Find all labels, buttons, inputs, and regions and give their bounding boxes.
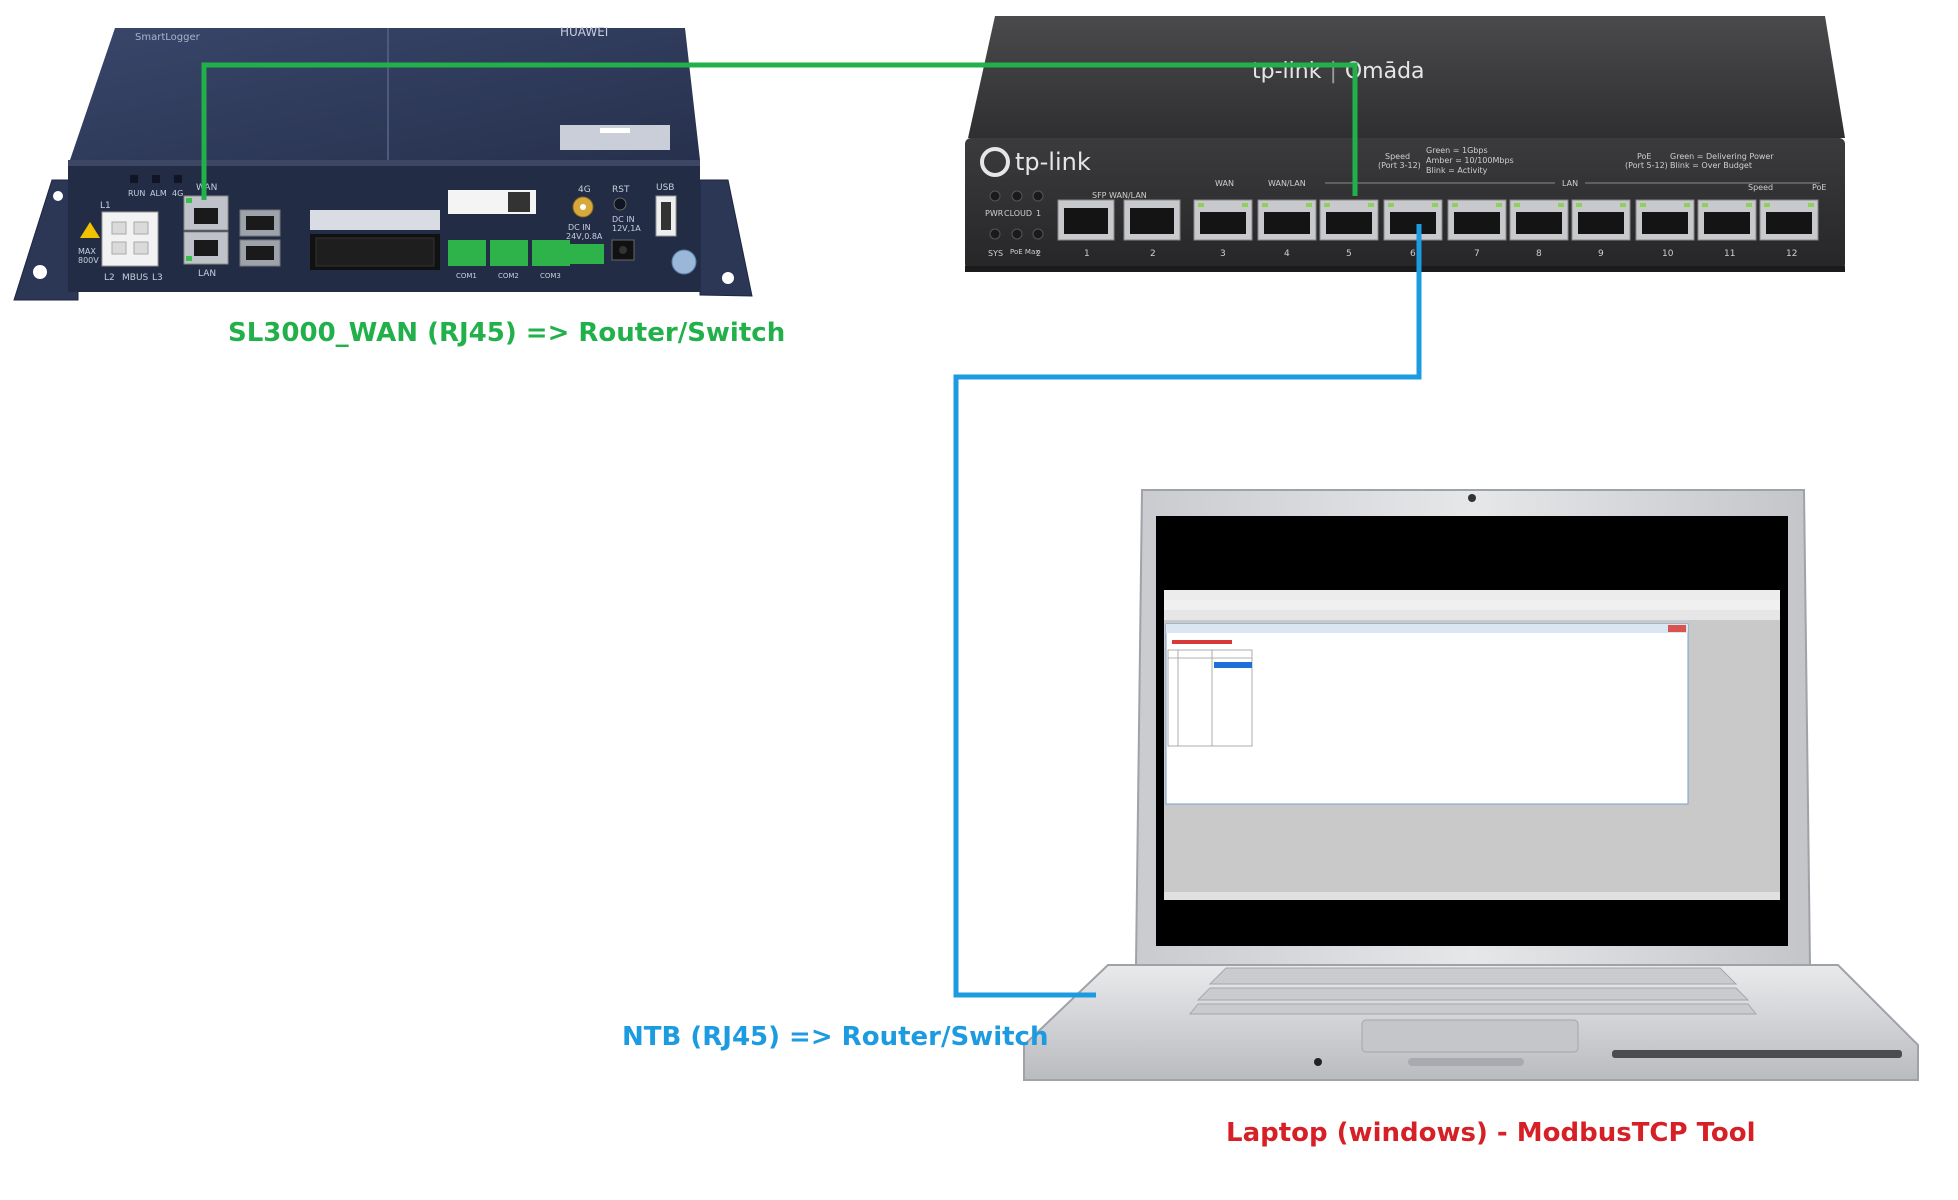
led-cloud-label: CLOUD xyxy=(1004,209,1032,218)
led-poemax-label: PoE Max xyxy=(1010,248,1039,256)
router-port-1[interactable] xyxy=(1057,199,1115,241)
laptop xyxy=(1023,489,1919,1081)
speed-legend-row-1: Green = 1Gbps xyxy=(1426,146,1488,155)
speed-legend-title: Speed xyxy=(1385,152,1410,161)
smartlogger-device: SmartLogger HUAWEI RUN ALM 4G MAX 800V L… xyxy=(13,25,753,301)
section-sfp-label: SFP WAN/LAN xyxy=(1092,191,1147,200)
speed-legend-row-3: Blink = Activity xyxy=(1426,166,1488,175)
port-l1-label: L1 xyxy=(100,201,111,211)
router-top-product: Omāda xyxy=(1345,59,1425,84)
smartlogger-brand-text: HUAWEI xyxy=(560,25,608,39)
router-port-number-2: 2 xyxy=(1150,249,1156,259)
ground-screw-icon xyxy=(671,249,697,275)
router-port-number-1: 1 xyxy=(1084,249,1090,259)
router-port-11[interactable] xyxy=(1697,199,1757,241)
rst-label: RST xyxy=(612,185,630,195)
webcam-icon xyxy=(1468,494,1476,502)
dc-in-label: DC IN xyxy=(568,223,591,232)
router-port-9[interactable] xyxy=(1571,199,1631,241)
laptop-link-label: NTB (RJ45) => Router/Switch xyxy=(622,1022,1049,1052)
poe-legend-row-1: Green = Delivering Power xyxy=(1670,152,1774,161)
router-front-brand: tp-link xyxy=(1015,148,1091,176)
smartlogger-led-labels: RUN ALM 4G xyxy=(128,175,183,198)
modbus-tool-window xyxy=(1164,590,1780,900)
router-port-8[interactable] xyxy=(1509,199,1569,241)
led-2-label: 2 xyxy=(1036,249,1041,258)
poe-legend-row-2: Blink = Over Budget xyxy=(1670,161,1752,170)
router-port-number-11: 11 xyxy=(1724,249,1735,259)
smartlogger-max-label: MAX xyxy=(78,247,96,256)
led-4g-label: 4G xyxy=(172,189,183,198)
antenna-label: 4G xyxy=(578,185,591,195)
led-pwr-label: PWR xyxy=(985,209,1004,218)
laptop-keyboard xyxy=(1188,967,1758,1015)
router-port-4[interactable] xyxy=(1257,199,1317,241)
router-port-3[interactable] xyxy=(1193,199,1253,241)
router-port-number-8: 8 xyxy=(1536,249,1542,259)
router-port-number-9: 9 xyxy=(1598,249,1604,259)
router-port-number-4: 4 xyxy=(1284,249,1290,259)
router-port-number-10: 10 xyxy=(1662,249,1674,259)
poe-legend-title: PoE xyxy=(1637,152,1652,161)
smartlogger-maxv-label: 800V xyxy=(78,256,99,265)
router-port-2[interactable] xyxy=(1123,199,1181,241)
router-port-number-12: 12 xyxy=(1786,249,1797,259)
speed-legend-row-2: Amber = 10/100Mbps xyxy=(1426,156,1514,165)
tplink-router: tp-link|Omāda tp-link PWR CLOUD 1 SYS Po… xyxy=(965,16,1845,272)
laptop-label: Laptop (windows) - ModbusTCP Tool xyxy=(1226,1118,1756,1148)
port-l3-label: L3 xyxy=(152,273,163,283)
usb-label: USB xyxy=(656,183,674,193)
port-mbus-label: MBUS xyxy=(122,273,149,283)
poe-legend-subtitle: (Port 5-12) xyxy=(1625,161,1668,170)
router-port-12[interactable] xyxy=(1759,199,1819,241)
com1-label: COM1 xyxy=(456,272,477,280)
power-connector xyxy=(101,211,159,267)
smartlogger-wan-link-line xyxy=(201,62,1358,200)
poe-label: PoE xyxy=(1812,183,1827,192)
router-port-5[interactable] xyxy=(1319,199,1379,241)
router-port-number-3: 3 xyxy=(1220,249,1226,259)
router-port-number-7: 7 xyxy=(1474,249,1480,259)
port-lan-label: LAN xyxy=(198,269,216,279)
section-wanlan-label: WAN/LAN xyxy=(1268,179,1306,188)
router-port-10[interactable] xyxy=(1635,199,1695,241)
section-speed-label: Speed xyxy=(1748,183,1773,192)
router-port-7[interactable] xyxy=(1447,199,1507,241)
port-l2-label: L2 xyxy=(104,273,115,283)
poe-legend: PoE (Port 5-12) Green = Delivering Power… xyxy=(1625,152,1774,170)
led-sys-label: SYS xyxy=(988,249,1003,258)
router-port-number-5: 5 xyxy=(1346,249,1352,259)
com2-label: COM2 xyxy=(498,272,519,280)
com3-label: COM3 xyxy=(540,272,561,280)
tplink-logo-icon xyxy=(980,147,1010,177)
router-status-leds: PWR CLOUD 1 SYS PoE Max 2 xyxy=(985,190,1044,258)
led-alm-label: ALM xyxy=(150,189,167,198)
router-port-6[interactable] xyxy=(1383,199,1443,241)
smartlogger-link-label: SL3000_WAN (RJ45) => Router/Switch xyxy=(228,318,786,348)
smartlogger-model-text: SmartLogger xyxy=(135,32,201,43)
section-lan-label: LAN xyxy=(1562,179,1578,188)
laptop-trackpad xyxy=(1361,1019,1579,1053)
dc-in2-spec: 12V,1A xyxy=(612,224,641,233)
dc-in2-label: DC IN xyxy=(612,215,635,224)
section-wan-label: WAN xyxy=(1215,179,1234,188)
high-voltage-warning-icon xyxy=(80,222,100,238)
speed-legend: Speed (Port 3-12) Green = 1Gbps Amber = … xyxy=(1378,146,1514,175)
led-1-label: 1 xyxy=(1036,209,1041,218)
dc-in-spec: 24V,0.8A xyxy=(566,232,603,241)
laptop-link-line xyxy=(953,224,1422,998)
router-port-number-6: 6 xyxy=(1410,249,1416,259)
speed-legend-subtitle: (Port 3-12) xyxy=(1378,161,1421,170)
led-run-label: RUN xyxy=(128,189,145,198)
port-wan-label: WAN xyxy=(196,183,217,193)
